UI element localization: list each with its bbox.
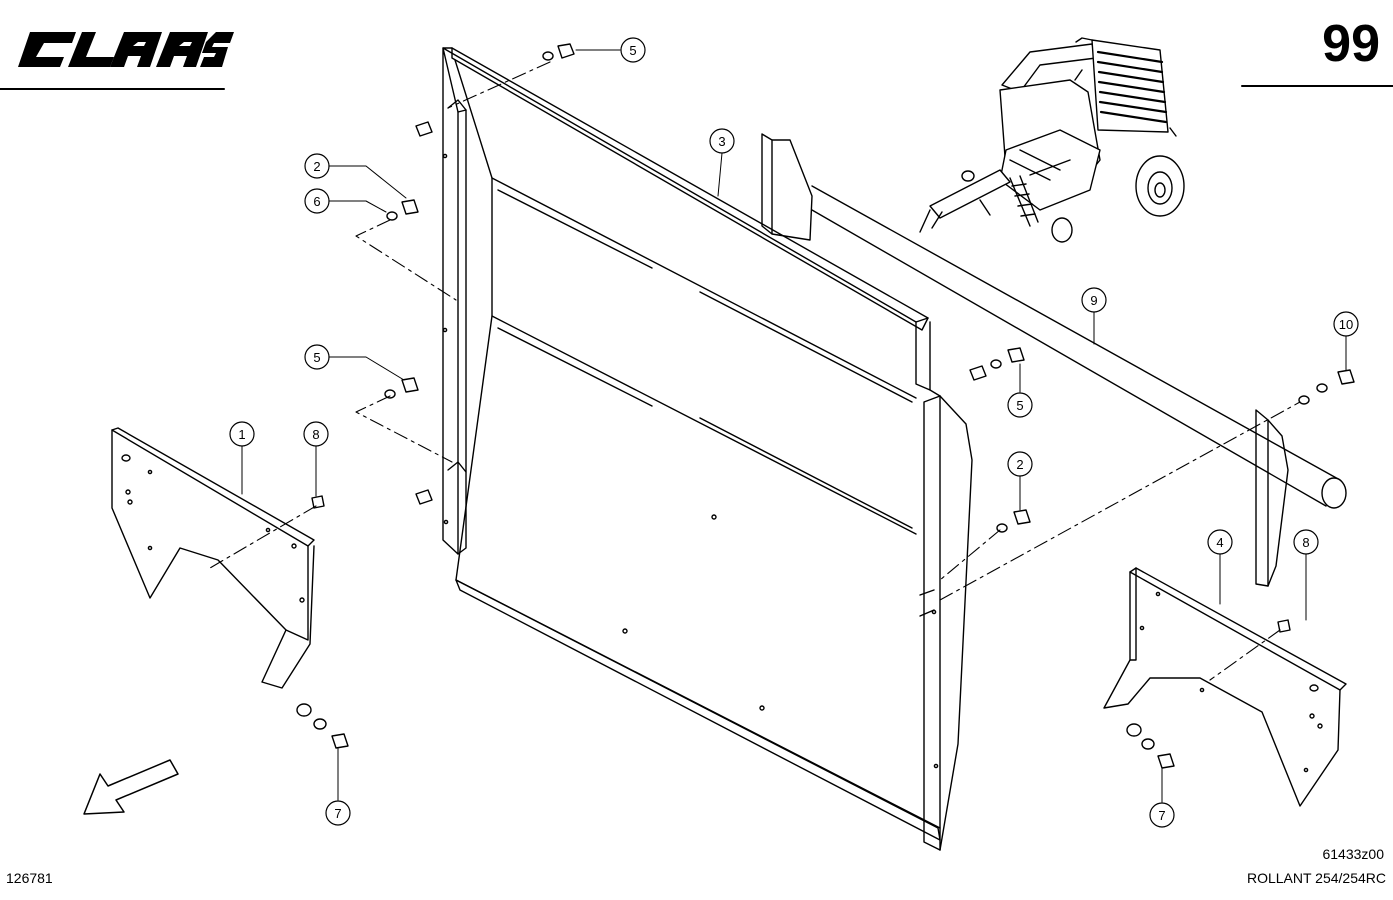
callout-3: 3 [709, 128, 735, 154]
callout-8b: 8 [1293, 529, 1319, 555]
drawing-number: 61433z00 [1322, 846, 1384, 862]
callout-label: 6 [313, 194, 320, 209]
callout-label: 3 [718, 134, 725, 149]
callout-label: 2 [1016, 457, 1023, 472]
left-post [442, 47, 467, 555]
callouts: 5 2 6 3 5 9 10 5 [229, 37, 1359, 828]
callout-label: 10 [1339, 317, 1353, 332]
callout-5a: 5 [620, 37, 646, 63]
header-rules [0, 85, 1393, 90]
direction-arrow-icon [83, 759, 179, 815]
callout-label: 4 [1216, 535, 1223, 550]
leader-lines [241, 49, 1347, 803]
callout-label: 9 [1090, 293, 1097, 308]
callout-label: 5 [1016, 398, 1023, 413]
callout-7b: 7 [1149, 802, 1175, 828]
hardware [296, 43, 1355, 769]
callout-label: 5 [313, 350, 320, 365]
tube-part-9 [761, 133, 1347, 587]
callout-6: 6 [304, 188, 330, 214]
callout-label: 5 [629, 43, 636, 58]
callout-9: 9 [1081, 287, 1107, 313]
support-plate-part-1 [111, 427, 315, 689]
callout-10: 10 [1333, 311, 1359, 337]
callout-8a: 8 [303, 421, 329, 447]
callout-7a: 7 [325, 800, 351, 826]
model-name: ROLLANT 254/254RC [1246, 870, 1386, 886]
assembly-lines [209, 61, 1301, 681]
callout-5b: 5 [304, 344, 330, 370]
callout-5c: 5 [1007, 392, 1033, 418]
callout-label: 1 [238, 427, 245, 442]
page-number: 99 [1322, 15, 1380, 73]
baler-thumbnail-icon [919, 37, 1185, 243]
callout-label: 8 [1302, 535, 1309, 550]
panel-part-3 [442, 47, 941, 841]
callout-1: 1 [229, 421, 255, 447]
claas-logo [18, 32, 234, 67]
callout-label: 2 [313, 159, 320, 174]
callout-label: 8 [312, 427, 319, 442]
support-plate-part-4 [1103, 567, 1347, 807]
callout-label: 7 [1158, 808, 1165, 823]
callout-label: 7 [334, 806, 341, 821]
callout-2a: 2 [304, 153, 330, 179]
right-post [919, 389, 973, 851]
callout-2b: 2 [1007, 451, 1033, 477]
callout-4: 4 [1207, 529, 1233, 555]
sheet-id: 126781 [6, 870, 53, 886]
